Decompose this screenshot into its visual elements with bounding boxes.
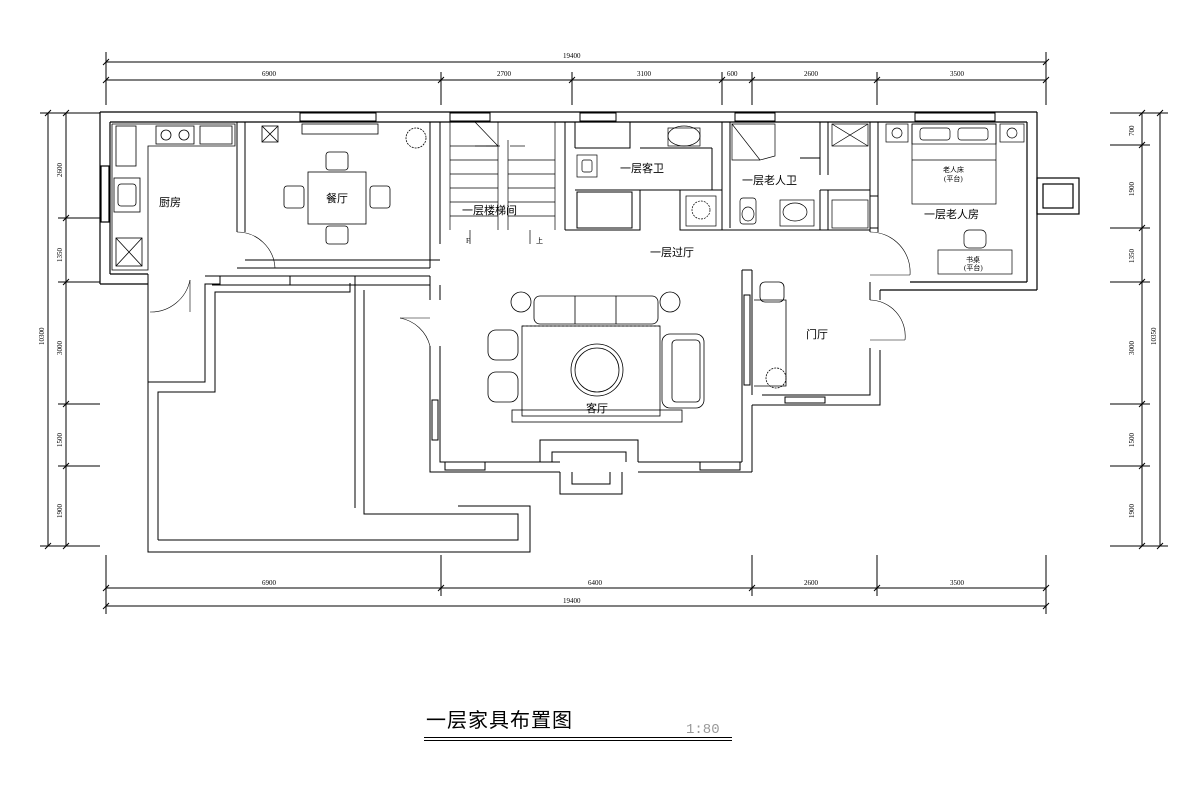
room-label-dining: 餐厅 [326, 191, 348, 205]
room-label-hall: 一层过厅 [650, 246, 694, 259]
dim-left-total: 10300 [38, 327, 46, 345]
room-label-living: 客厅 [586, 401, 608, 415]
staircase [449, 121, 556, 244]
bed-label: 老人床 [943, 165, 964, 174]
dim-bottom-seg: 3500 [950, 579, 965, 587]
dim-right-seg: 1500 [1128, 433, 1136, 448]
dim-right-seg: 1350 [1128, 249, 1136, 264]
room-label-elder-bath: 一层老人卫 [742, 174, 797, 187]
foyer-walls [752, 282, 906, 406]
elder-bath-fixtures [731, 123, 869, 229]
dim-bottom-total: 19400 [563, 597, 581, 605]
stair-mark-down: F [466, 237, 470, 245]
dim-right-seg: 1900 [1128, 182, 1136, 197]
dim-left-seg: 1900 [56, 504, 64, 519]
desk-label: 书桌 [966, 255, 980, 264]
dim-right-total: 10350 [1150, 327, 1158, 345]
dimension-bottom [102, 555, 1050, 614]
dim-right-seg: 1900 [1128, 504, 1136, 519]
room-label-elder-room: 一层老人房 [924, 208, 979, 221]
dim-bottom-seg: 6400 [588, 579, 603, 587]
room-label-stair: 一层楼梯间 [462, 203, 517, 217]
guest-bath-fixtures [576, 125, 717, 227]
living-furniture [487, 291, 705, 423]
dim-left-labels: 10300 2600 1350 3000 1500 1900 [38, 163, 64, 519]
top-windows [299, 112, 996, 122]
dim-left-seg: 3000 [56, 341, 64, 356]
dim-top-seg: 2700 [497, 70, 512, 78]
dim-left-seg: 1500 [56, 433, 64, 448]
dim-bottom-seg: 6900 [262, 579, 277, 587]
dining-table-set [261, 123, 427, 245]
title-underline [424, 737, 732, 738]
dimension-left [40, 109, 100, 550]
dim-right-seg: 700 [1128, 125, 1136, 136]
dim-top-total: 19400 [563, 52, 581, 60]
bed-sub-label: (平台) [944, 174, 963, 183]
terrace-outline [147, 274, 531, 553]
room-label-kitchen: 厨房 [159, 196, 181, 209]
living-room-walls [429, 270, 753, 495]
dim-right-labels: 700 1900 1350 3000 1500 1900 10350 [1128, 125, 1158, 518]
kitchen-counter [111, 123, 236, 271]
room-label-guest-bath: 一层客卫 [620, 161, 664, 175]
interior-walls [149, 122, 911, 395]
title-underline-2 [424, 740, 732, 741]
dimension-top [102, 52, 1050, 105]
desk-sub-label: (平台) [964, 263, 983, 272]
stair-mark-up: 上 [536, 236, 543, 245]
dim-left-seg: 2600 [56, 163, 64, 178]
dim-top-seg: 3100 [637, 70, 652, 78]
dim-top-seg: 3500 [950, 70, 965, 78]
drawing-title: 一层家具布置图 [426, 708, 573, 732]
drawing-scale: 1:80 [686, 722, 720, 738]
dim-right-seg: 3000 [1128, 341, 1136, 356]
room-label-foyer: 门厅 [806, 327, 828, 341]
dimension-right [1110, 109, 1168, 550]
foyer-furniture [754, 281, 787, 389]
dim-bottom-seg: 2600 [804, 579, 819, 587]
exterior-walls [99, 111, 1080, 291]
elder-room-furniture [885, 123, 1025, 275]
dim-top-seg: 600 [727, 70, 738, 78]
dim-left-seg: 1350 [56, 248, 64, 263]
dim-top-seg: 2600 [804, 70, 819, 78]
dim-top-seg: 6900 [262, 70, 277, 78]
